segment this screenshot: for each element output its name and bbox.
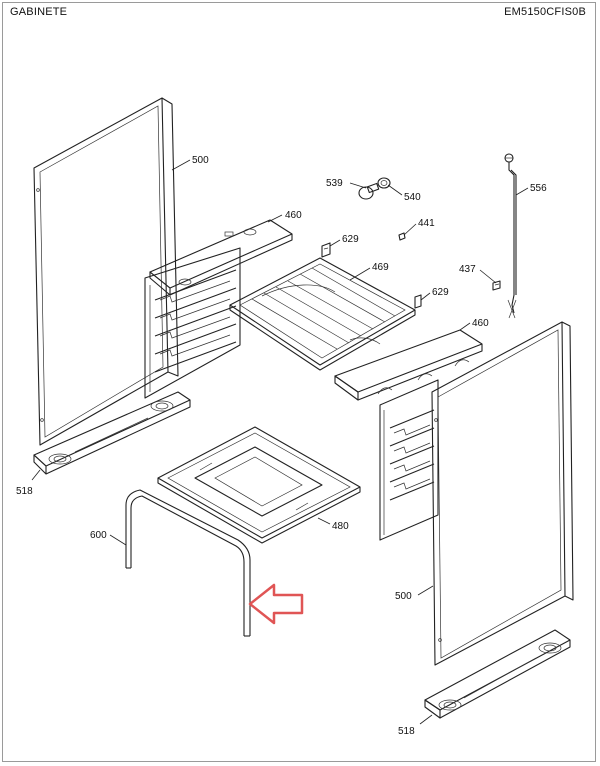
right-inner-wall (379, 379, 439, 541)
front-frame (125, 489, 251, 637)
cable-556 (504, 153, 517, 319)
label-460-right: 460 (472, 318, 489, 329)
label-539: 539 (326, 178, 343, 189)
left-side-panel (33, 97, 179, 446)
label-629-top: 629 (342, 234, 359, 245)
bracket-629-mid (414, 294, 422, 309)
label-518-right: 518 (398, 726, 415, 737)
label-556: 556 (530, 183, 547, 194)
label-500-top: 500 (192, 155, 209, 166)
model-number: EM5150CFIS0B (504, 6, 586, 18)
label-469: 469 (372, 262, 389, 273)
bottom-plate (157, 426, 361, 544)
right-side-panel (431, 321, 574, 666)
left-bottom-rail (33, 391, 191, 475)
right-top-plate (334, 329, 483, 401)
right-bottom-rail (424, 629, 571, 719)
label-629-mid: 629 (432, 287, 449, 298)
label-600: 600 (90, 530, 107, 541)
screw-441 (398, 232, 406, 241)
label-437: 437 (459, 264, 476, 275)
bracket-629-top (321, 242, 331, 258)
leader-lines (31, 159, 529, 725)
section-title: GABINETE (10, 6, 68, 18)
label-441: 441 (418, 218, 435, 229)
label-480: 480 (332, 521, 349, 532)
label-460-left: 460 (285, 210, 302, 221)
label-540: 540 (404, 192, 421, 203)
left-inner-wall (144, 247, 241, 399)
label-500-bottom: 500 (395, 591, 412, 602)
oven-lamp (358, 177, 391, 200)
clip-437 (492, 280, 501, 291)
left-top-plate (149, 219, 293, 296)
highlight-arrow (248, 583, 304, 625)
wire-rack (229, 257, 416, 371)
label-518-left: 518 (16, 486, 33, 497)
